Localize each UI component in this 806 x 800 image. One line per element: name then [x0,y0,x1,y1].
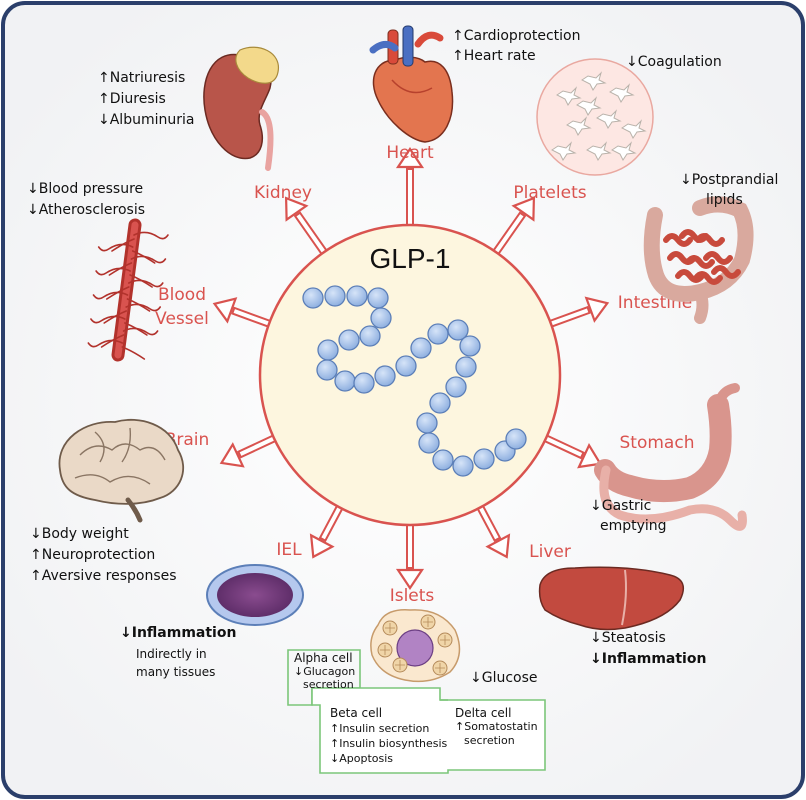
down-arrow-icon: ↓ [294,665,304,678]
delta-cell-title: Delta cell [455,706,512,720]
effect-text: ↓Atherosclerosis [27,202,145,218]
intestine-icon [643,196,754,324]
peptide-bead [432,449,454,471]
peptide-bead [316,359,338,381]
kidney-label: Kidney [254,183,312,203]
kidney-icon [203,46,279,171]
peptide-bead [445,376,467,398]
effect-text: ↓Glucose [470,670,538,686]
peptide-bead [452,455,474,477]
effect-text: ↓Inflammation [590,651,706,667]
heart-icon [369,25,454,143]
islets-label: Islets [390,586,435,606]
stomach-label: Stomach [620,433,695,453]
blood-vessel-icon [87,218,169,362]
peptide-bead [359,325,381,347]
peptide-bead [447,319,469,341]
peptide-bead [353,372,375,394]
effect-arrow [395,522,425,590]
peptide-bead [324,285,346,307]
beta-cell-title: Beta cell [330,706,383,720]
effect-text: lipids [706,192,743,208]
peptide-bead [338,329,360,351]
blood-vessel-label-1: Blood [158,285,206,305]
effect-text: ↑Aversive responses [30,568,177,584]
peptide-bead [395,355,417,377]
beta-delta-box [311,687,546,774]
effect-text: ↑Natriuresis [98,70,185,86]
beta-cell-text: Beta cell ↑Insulin secretion ↑Insulin bi… [330,706,448,765]
effect-arrow [309,502,345,559]
peptide-bead [418,432,440,454]
up-arrow-icon: ↑ [455,720,465,733]
effect-text: ↓Postprandial [680,172,778,188]
alpha-cell-effect-1: ↓Glucagon [294,665,356,678]
effect-text: ↓Gastric [590,498,651,514]
peptide-bead [302,287,324,309]
stomach-icon [594,383,747,531]
peptide-bead [416,412,438,434]
peptide-bead [346,285,368,307]
peptide-bead [370,307,392,329]
peptide-chain [302,285,527,477]
effect-text: Indirectly in [136,647,207,661]
alpha-cell-effect-2: secretion [303,678,354,691]
peptide-bead [334,370,356,392]
platelets-label: Platelets [513,183,586,203]
peptide-bead [455,356,477,378]
iel-cell-icon [206,564,304,626]
arrows-group [212,147,610,590]
alpha-cell-text: Alpha cell ↓Glucagon secretion [294,651,356,692]
effect-text: ↑Neuroprotection [30,547,155,563]
effect-text: ↓Blood pressure [27,181,143,197]
effect-text: ↓Steatosis [590,630,666,646]
effect-text: ↓Albuminuria [98,112,194,128]
effect-text: ↓Inflammation [120,625,236,641]
effect-text: many tissues [136,665,215,679]
effect-text: ↓Coagulation [626,54,722,70]
peptide-bead [459,335,481,357]
blood-vessel-label-2: Vessel [155,309,209,329]
heart-label: Heart [386,143,434,163]
down-arrow-icon: ↓ [330,752,340,765]
alpha-cell-title: Alpha cell [294,651,353,665]
peptide-bead [429,392,451,414]
delta-cell-text: Delta cell ↑Somatostatin secretion [455,706,538,747]
brain-icon [58,418,185,523]
peptide-bead [505,428,527,450]
peptide-bead [427,323,449,345]
effects-text-group: ↑Cardioprotection ↑Heart rate ↑Natriuresis… [27,28,778,686]
effect-text: ↑Diuresis [98,91,166,107]
center-label: GLP-1 [370,243,451,274]
effect-text: ↑Heart rate [452,48,536,64]
liver-icon [538,566,685,631]
effect-arrow [212,297,274,329]
peptide-bead [410,337,432,359]
effect-text: ↑Cardioprotection [452,28,580,44]
islet-icon [370,609,461,683]
peptide-bead [367,287,389,309]
effect-arrow [284,196,329,257]
effect-text: ↓Body weight [30,526,129,542]
peptide-bead [317,339,339,361]
effect-arrow [395,147,425,228]
platelets-icon [536,58,654,176]
up-arrow-icon: ↑ [330,722,340,735]
effect-text: emptying [600,518,667,534]
liver-label: Liver [529,542,571,562]
iel-label: IEL [276,540,302,560]
peptide-bead [473,448,495,470]
up-arrow-icon: ↑ [330,737,340,750]
peptide-bead [374,365,396,387]
effect-arrow [546,296,610,329]
